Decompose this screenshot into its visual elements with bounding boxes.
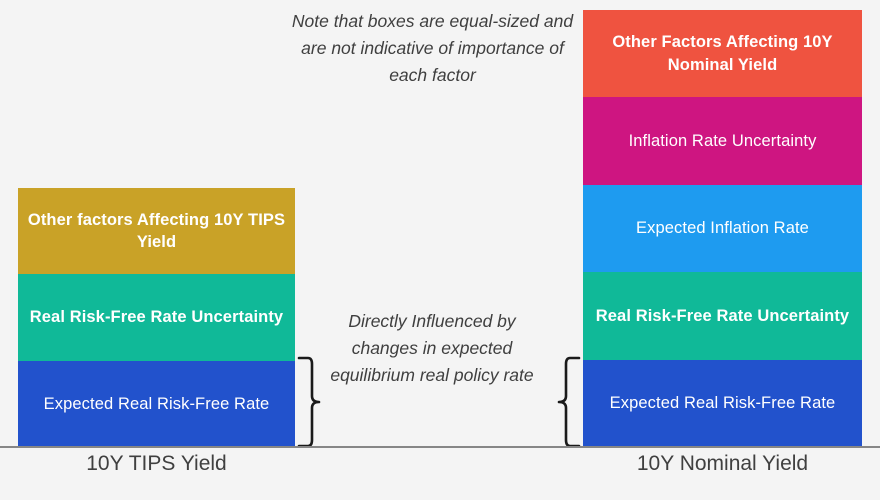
stack-tips-yield: Other factors Affecting 10Y TIPS Yield R… (18, 188, 295, 447)
segment-expected-real-risk-free-rate-tips[interactable]: Expected Real Risk-Free Rate (18, 360, 295, 447)
segment-expected-inflation-rate[interactable]: Expected Inflation Rate (583, 184, 862, 273)
stack-nominal-yield: Other Factors Affecting 10Y Nominal Yiel… (583, 10, 862, 448)
brace-left (295, 356, 321, 448)
axis-label-nominal-yield: 10Y Nominal Yield (636, 452, 809, 475)
note-equal-sized-boxes: Note that boxes are equal-sized and are … (291, 11, 574, 86)
axis-label-tips-yield: 10Y TIPS Yield (86, 452, 227, 475)
segment-expected-real-risk-free-rate-nominal[interactable]: Expected Real Risk-Free Rate (583, 359, 862, 448)
axis-baseline (0, 446, 880, 448)
segment-real-risk-free-rate-uncertainty-nominal[interactable]: Real Risk-Free Rate Uncertainty (583, 272, 862, 360)
segment-inflation-rate-uncertainty[interactable]: Inflation Rate Uncertainty (583, 97, 862, 185)
segment-other-factors-nominal[interactable]: Other Factors Affecting 10Y Nominal Yiel… (583, 10, 862, 98)
note-directly-influenced: Directly Influenced by changes in expect… (330, 311, 534, 386)
brace-right (557, 356, 583, 448)
segment-real-risk-free-rate-uncertainty-tips[interactable]: Real Risk-Free Rate Uncertainty (18, 274, 295, 361)
segment-other-factors-tips[interactable]: Other factors Affecting 10Y TIPS Yield (18, 188, 295, 275)
